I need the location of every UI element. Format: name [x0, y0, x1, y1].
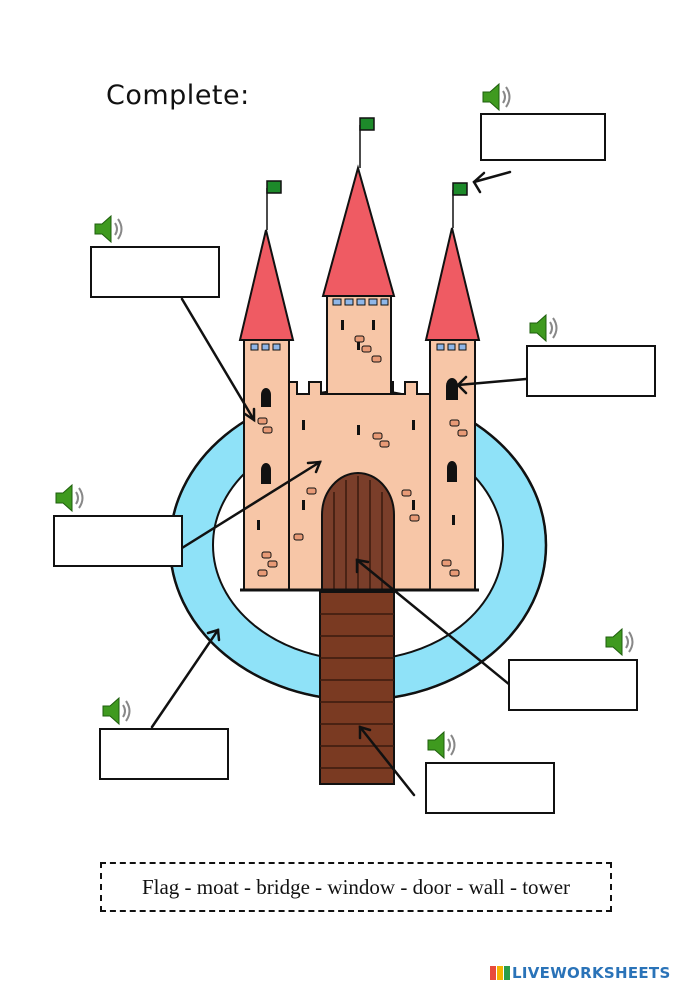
- window: [446, 378, 458, 400]
- answer-box-tower[interactable]: [90, 246, 220, 298]
- castle: [238, 164, 481, 592]
- answer-box-window[interactable]: [526, 345, 656, 397]
- arrows: [150, 170, 528, 797]
- speaker-icon[interactable]: [425, 728, 459, 762]
- answer-box-bridge[interactable]: [425, 762, 555, 814]
- answer-box-flag[interactable]: [480, 113, 606, 161]
- answer-box-moat[interactable]: [99, 728, 229, 780]
- speaker-icon[interactable]: [527, 311, 561, 345]
- flag: [266, 180, 282, 194]
- word-bank-text: Flag - moat - bridge - window - door - w…: [141, 874, 571, 899]
- left-roof: [238, 229, 295, 341]
- speaker-icon[interactable]: [92, 212, 126, 246]
- answer-box-wall[interactable]: [53, 515, 183, 567]
- answer-box-door[interactable]: [508, 659, 638, 711]
- brand-logo: LIVEWORKSHEETS: [490, 962, 671, 984]
- right-roof: [424, 227, 481, 341]
- bridge: [319, 591, 395, 785]
- speaker-icon[interactable]: [53, 481, 87, 515]
- liveworksheets-logo-icon: [490, 966, 510, 980]
- flags: [266, 117, 468, 230]
- brand-name: LIVEWORKSHEETS: [512, 964, 671, 982]
- page-title: Complete:: [106, 80, 250, 111]
- word-bank: Flag - moat - bridge - window - door - w…: [100, 862, 612, 912]
- center-roof: [321, 164, 396, 297]
- speaker-icon[interactable]: [603, 625, 637, 659]
- speaker-icon[interactable]: [100, 694, 134, 728]
- speaker-icon[interactable]: [480, 80, 514, 114]
